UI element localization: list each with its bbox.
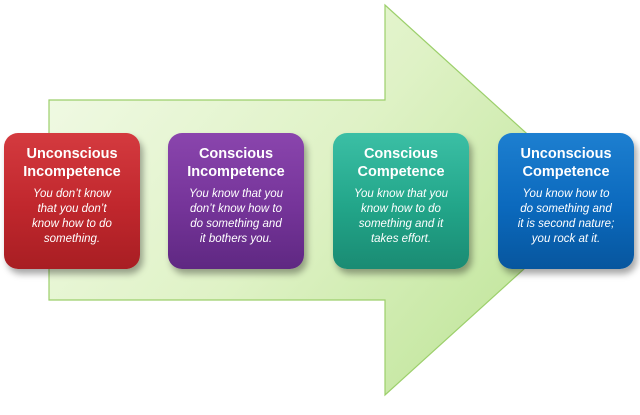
stage-box-unconscious-incompetence: Unconscious Incompetence You don’t know … [4,133,140,269]
stage-description: You know how to do something and it is s… [517,188,615,245]
right-arrow-icon [48,3,601,397]
stage-box-conscious-competence: Conscious Competence You know that you k… [333,133,469,269]
stage-title: Unconscious Competence [520,146,612,180]
stage-description: You know that you don’t know how to do s… [189,188,283,245]
stage-box-unconscious-competence: Unconscious Competence You know how to d… [498,133,634,269]
stage-box-conscious-incompetence: Conscious Incompetence You know that you… [168,133,304,269]
stage-title: Unconscious Incompetence [23,146,121,180]
stage-description: You know that you know how to do somethi… [354,188,448,245]
stage-title: Conscious Competence [357,146,445,180]
stage-title: Conscious Incompetence [187,146,285,180]
stage-description: You don’t know that you don’t know how t… [32,188,112,245]
